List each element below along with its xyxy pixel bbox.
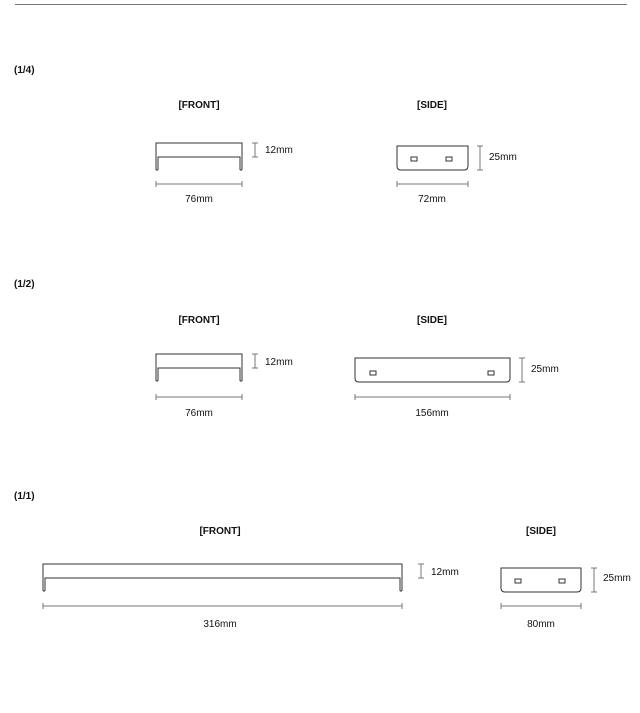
front-height-dimension <box>252 353 258 369</box>
side-width-dimension <box>500 603 582 609</box>
section-label-quarter: (1/4) <box>14 65 35 76</box>
side-width-dimension <box>354 394 511 400</box>
side-width-dimension <box>396 181 469 187</box>
front-height-label: 12mm <box>265 357 293 368</box>
front-width-dimension <box>155 181 243 187</box>
side-view-plate-full <box>500 567 582 593</box>
front-view-bracket-full <box>42 563 403 592</box>
front-height-label: 12mm <box>265 145 293 156</box>
top-rule <box>15 4 627 5</box>
front-width-label: 76mm <box>185 194 213 205</box>
side-view-title: [SIDE] <box>526 526 556 537</box>
side-view-title: [SIDE] <box>417 315 447 326</box>
front-view-bracket-quarter <box>155 142 243 171</box>
side-height-label: 25mm <box>603 573 631 584</box>
front-view-bracket-half <box>155 353 243 382</box>
side-view-plate-half <box>354 357 511 383</box>
side-view-plate-quarter <box>396 145 469 171</box>
side-view-title: [SIDE] <box>417 100 447 111</box>
front-width-label: 76mm <box>185 408 213 419</box>
side-width-label: 156mm <box>415 408 449 419</box>
front-view-title: [FRONT] <box>178 100 220 111</box>
front-height-dimension <box>418 563 424 579</box>
side-height-label: 25mm <box>531 364 559 375</box>
front-width-dimension <box>42 603 403 609</box>
front-view-title: [FRONT] <box>178 315 220 326</box>
side-width-label: 80mm <box>527 619 555 630</box>
side-height-dimension <box>477 145 483 171</box>
section-label-full: (1/1) <box>14 491 35 502</box>
front-view-title: [FRONT] <box>199 526 241 537</box>
front-width-dimension <box>155 394 243 400</box>
section-label-half: (1/2) <box>14 279 35 290</box>
front-height-label: 12mm <box>431 567 459 578</box>
front-height-dimension <box>252 142 258 158</box>
side-width-label: 72mm <box>418 194 446 205</box>
front-width-label: 316mm <box>203 619 237 630</box>
side-height-dimension <box>519 357 525 383</box>
side-height-label: 25mm <box>489 152 517 163</box>
side-height-dimension <box>591 567 597 593</box>
